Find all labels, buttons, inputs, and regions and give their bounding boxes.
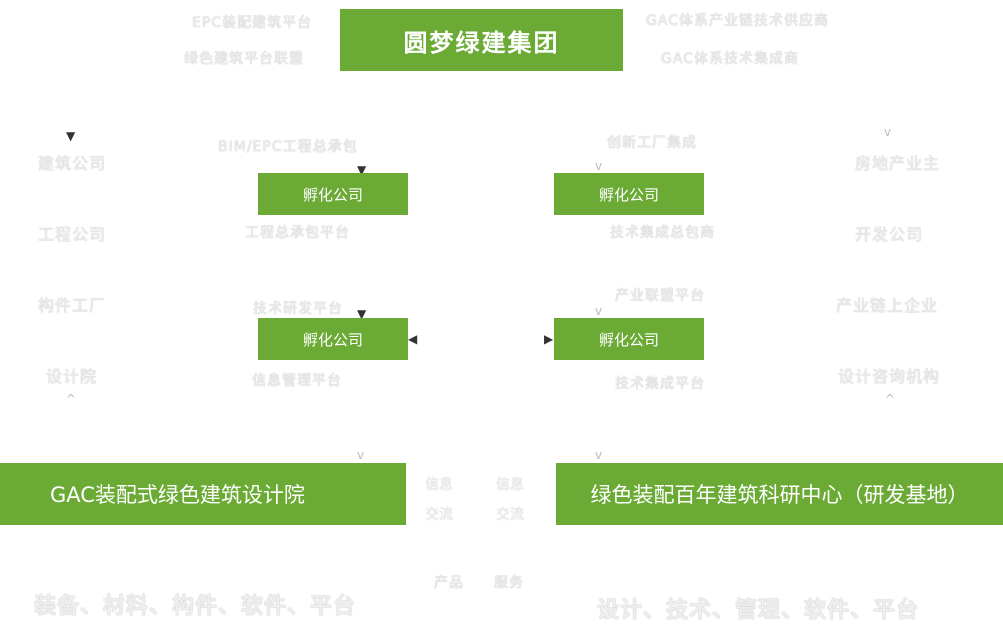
- left-column-item-1: 建筑公司: [38, 154, 107, 173]
- middle-col-1-line-1: 信息: [425, 477, 453, 493]
- group-title-box: 圆梦绿建集团: [340, 9, 623, 71]
- incubator-br-top-label: 产业联盟平台: [615, 288, 705, 304]
- arrow-left-incubator-bl: ◀: [408, 332, 418, 346]
- arrow-up-right-column: ^: [885, 392, 896, 406]
- design-institute-box: GAC装配式绿色建筑设计院: [0, 463, 406, 525]
- arrow-down-incubator-br: v: [595, 304, 603, 318]
- design-institute-title: GAC装配式绿色建筑设计院: [50, 483, 305, 507]
- research-center-title: 绿色装配百年建筑科研中心（研发基地）: [590, 483, 969, 507]
- top-left-label-1: EPC装配建筑平台: [192, 15, 313, 31]
- incubator-box-top-left: 孵化公司: [258, 173, 408, 215]
- incubator-br-bottom-label: 技术集成平台: [615, 376, 705, 392]
- arrow-up-left-column: ^: [66, 392, 77, 406]
- middle-col-2: 信息 交流: [496, 470, 524, 530]
- incubator-tl-bottom-label: 工程总承包平台: [245, 225, 350, 241]
- incubator-label: 孵化公司: [302, 330, 363, 349]
- top-right-label-1: GAC体系产业链技术供应商: [646, 13, 829, 29]
- right-column-item-3: 产业链上企业: [836, 296, 939, 315]
- arrow-right-incubator-br: ▶: [544, 332, 554, 346]
- right-column-item-1: 房地产业主: [855, 154, 941, 173]
- incubator-bl-bottom-label: 信息管理平台: [252, 373, 342, 389]
- middle-col-2-line-1: 信息: [496, 477, 524, 493]
- middle-col-1: 信息 交流: [425, 470, 453, 530]
- arrow-down-incubator-bl: ▼: [357, 307, 367, 321]
- research-center-caption: 设计、技术、管理、软件、平台: [597, 598, 920, 623]
- top-right-label-2: GAC体系技术集成商: [661, 51, 799, 67]
- group-title: 圆梦绿建集团: [403, 28, 560, 57]
- research-center-box: 绿色装配百年建筑科研中心（研发基地）: [556, 463, 1003, 525]
- incubator-box-bottom-right: 孵化公司: [554, 318, 704, 360]
- right-column-item-2: 开发公司: [855, 225, 924, 244]
- middle-services: 服务: [494, 575, 524, 591]
- middle-products: 产品: [434, 575, 464, 591]
- left-column-item-2: 工程公司: [38, 225, 107, 244]
- arrow-down-incubator-tl: ▼: [357, 163, 367, 177]
- incubator-tr-top-label: 创新工厂集成: [607, 135, 697, 151]
- left-column-item-3: 构件工厂: [38, 296, 107, 315]
- arrow-down-left-column: ▼: [66, 129, 76, 143]
- incubator-label: 孵化公司: [598, 330, 659, 349]
- top-left-label-2: 绿色建筑平台联盟: [184, 51, 304, 67]
- middle-col-1-line-2: 交流: [425, 507, 453, 523]
- incubator-tl-top-label: BIM/EPC工程总承包: [218, 139, 358, 155]
- arrow-down-right-column: v: [884, 125, 892, 139]
- incubator-box-top-right: 孵化公司: [554, 173, 704, 215]
- incubator-label: 孵化公司: [302, 185, 363, 204]
- left-column-item-4: 设计院: [46, 367, 98, 386]
- design-institute-caption: 装备、材料、构件、软件、平台: [34, 594, 357, 619]
- arrow-down-incubator-tr: v: [595, 159, 603, 173]
- incubator-bl-top-label: 技术研发平台: [253, 301, 343, 317]
- incubator-box-bottom-left: 孵化公司: [258, 318, 408, 360]
- right-column-item-4: 设计咨询机构: [838, 367, 941, 386]
- middle-col-2-line-2: 交流: [496, 507, 524, 523]
- incubator-label: 孵化公司: [598, 185, 659, 204]
- incubator-tr-bottom-label: 技术集成总包商: [610, 225, 715, 241]
- arrow-down-to-research-center: v: [595, 448, 603, 462]
- arrow-down-to-design-institute: v: [357, 448, 365, 462]
